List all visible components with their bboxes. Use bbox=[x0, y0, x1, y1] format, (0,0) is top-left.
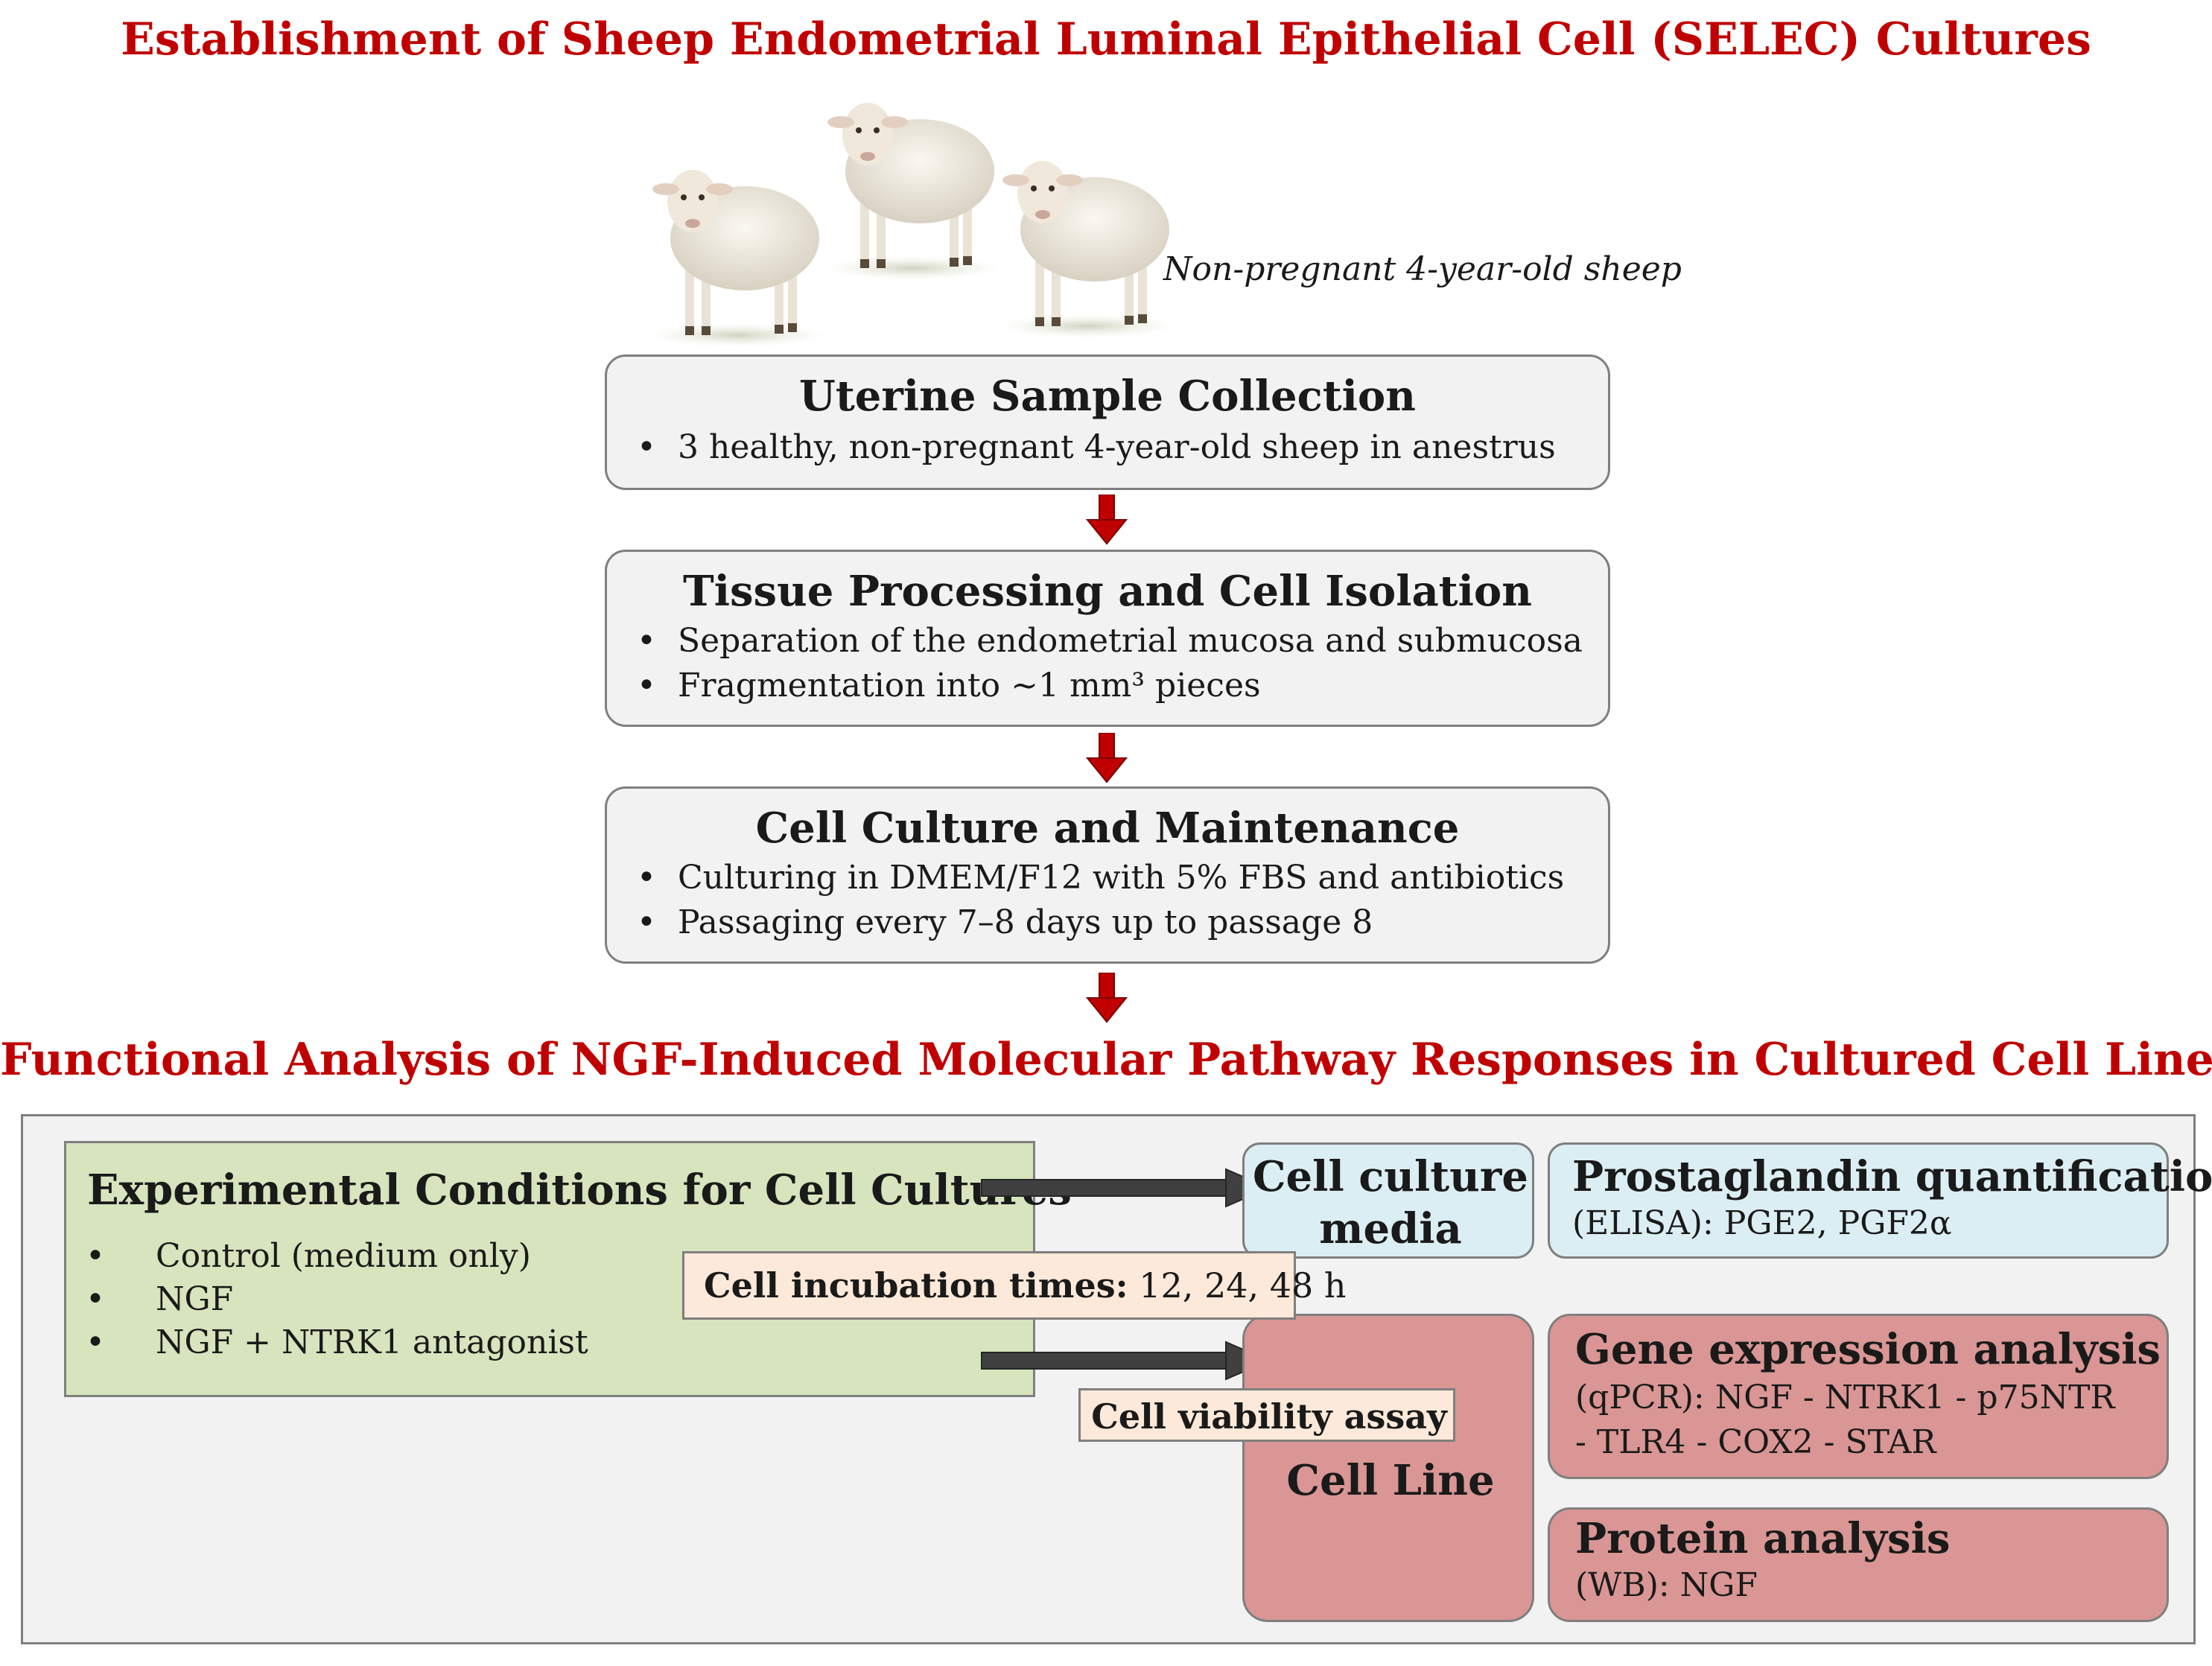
step-bullet: • 3 healthy, non-pregnant 4-year-old shee… bbox=[637, 425, 1608, 470]
bullet-dot: • bbox=[86, 1323, 105, 1361]
gene-expression-line1: (qPCR): NGF - NTRK1 - p75NTR bbox=[1575, 1379, 2115, 1417]
step-bullet-text: Passaging every 7–8 days up to passage 8 bbox=[678, 903, 1373, 941]
protein-detail: (WB): NGF bbox=[1575, 1566, 1758, 1604]
main-title: Establishment of Sheep Endometrial Lumin… bbox=[121, 13, 2091, 66]
step-bullet: • Separation of the endometrial mucosa an… bbox=[637, 619, 1608, 664]
sheep-icon bbox=[648, 170, 827, 347]
step-bullet: • Fragmentation into ~1 mm³ pieces bbox=[637, 664, 1608, 708]
media-line2: media bbox=[1319, 1204, 1462, 1253]
condition-text: Control (medium only) bbox=[156, 1237, 531, 1275]
step-bullet: • Culturing in DMEM/F12 with 5% FBS and a… bbox=[637, 856, 1608, 900]
bullet-dot: • bbox=[637, 428, 656, 466]
step-uterine-sample-collection: Uterine Sample Collection • 3 healthy, no… bbox=[605, 354, 1610, 490]
down-arrow-icon bbox=[1085, 733, 1128, 783]
bullet-dot: • bbox=[637, 903, 656, 941]
step-bullet-text: Culturing in DMEM/F12 with 5% FBS and an… bbox=[678, 859, 1565, 897]
incubation-times-box: Cell incubation times: 12, 24, 48 h bbox=[682, 1251, 1347, 1320]
conditions-title: Experimental Conditions for Cell Culture… bbox=[87, 1166, 1072, 1215]
step-bullet-text: 3 healthy, non-pregnant 4-year-old sheep… bbox=[678, 428, 1556, 466]
prostaglandin-box: Prostaglandin quantification (ELISA): PG… bbox=[1548, 1142, 2212, 1259]
bullet-dot: • bbox=[86, 1280, 105, 1318]
condition-item: • NGF bbox=[86, 1280, 233, 1318]
sheep-icon bbox=[998, 161, 1177, 338]
bullet-dot: • bbox=[637, 622, 656, 660]
step-cell-culture-maintenance: Cell Culture and Maintenance • Culturing … bbox=[605, 786, 1610, 964]
step-title: Tissue Processing and Cell Isolation bbox=[683, 567, 1532, 616]
cell-line-label: Cell Line bbox=[1286, 1456, 1495, 1505]
protein-analysis-box: Protein analysis (WB): NGF bbox=[1548, 1507, 2169, 1622]
gene-expression-box: Gene expression analysis (qPCR): NGF - N… bbox=[1548, 1314, 2169, 1479]
right-arrow-icon bbox=[981, 1341, 1271, 1381]
step-bullet-text: Separation of the endometrial mucosa and… bbox=[678, 622, 1583, 660]
sheep-caption: Non-pregnant 4-year-old sheep bbox=[1163, 250, 1682, 288]
incubation-label: Cell incubation times: bbox=[704, 1265, 1128, 1306]
down-arrow-icon bbox=[1085, 973, 1128, 1023]
step-bullet-text: Fragmentation into ~1 mm³ pieces bbox=[678, 667, 1261, 705]
step-title: Uterine Sample Collection bbox=[799, 372, 1416, 421]
prostaglandin-title: Prostaglandin quantification bbox=[1572, 1152, 2212, 1201]
cell-culture-media-box: Cell culture media bbox=[1242, 1142, 1534, 1259]
bullet-dot: • bbox=[86, 1237, 105, 1275]
right-arrow-icon bbox=[981, 1168, 1271, 1208]
bullet-dot: • bbox=[637, 859, 656, 897]
condition-text: NGF bbox=[156, 1280, 234, 1318]
condition-item: • Control (medium only) bbox=[86, 1237, 531, 1275]
cell-line-box: Cell Line bbox=[1242, 1314, 1534, 1622]
condition-item: • NGF + NTRK1 antagonist bbox=[86, 1323, 588, 1361]
media-line1: Cell culture bbox=[1252, 1152, 1529, 1201]
viability-label: Cell viability assay bbox=[1091, 1396, 1447, 1437]
step-tissue-processing: Tissue Processing and Cell Isolation • Se… bbox=[605, 550, 1610, 727]
condition-text: NGF + NTRK1 antagonist bbox=[156, 1323, 588, 1361]
section2-title: Functional Analysis of NGF-Induced Molec… bbox=[0, 1034, 2212, 1086]
gene-expression-line2: - TLR4 - COX2 - STAR bbox=[1575, 1423, 1936, 1461]
sheep-illustration bbox=[648, 103, 1177, 347]
step-title: Cell Culture and Maintenance bbox=[755, 804, 1460, 853]
protein-title: Protein analysis bbox=[1575, 1514, 1951, 1563]
incubation-text: Cell incubation times: 12, 24, 48 h bbox=[704, 1265, 1347, 1306]
experimental-conditions-box: Experimental Conditions for Cell Culture… bbox=[64, 1141, 1072, 1397]
cell-viability-box: Cell viability assay bbox=[1078, 1388, 1455, 1442]
incubation-value: 12, 24, 48 h bbox=[1139, 1265, 1347, 1306]
step-bullet: • Passaging every 7–8 days up to passage … bbox=[637, 900, 1608, 945]
bullet-dot: • bbox=[637, 667, 656, 705]
gene-expression-title: Gene expression analysis bbox=[1575, 1325, 2161, 1374]
prostaglandin-detail: (ELISA): PGE2, PGF2α bbox=[1572, 1204, 1952, 1242]
down-arrow-icon bbox=[1085, 495, 1128, 545]
sheep-icon bbox=[823, 103, 1002, 280]
